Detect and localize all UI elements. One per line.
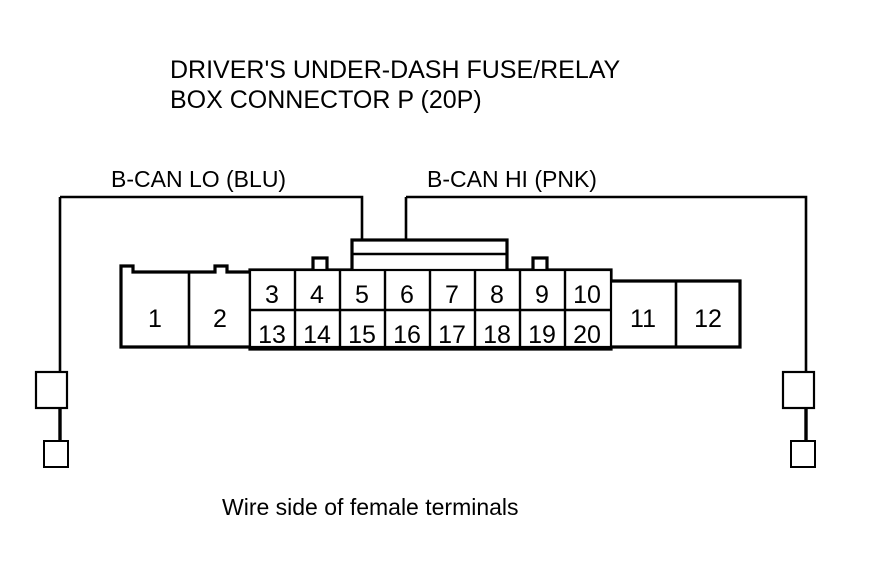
- wire-label-b-can-hi: B-CAN HI (PNK): [427, 166, 597, 192]
- pin-cell-20: 20: [573, 321, 601, 349]
- terminal-symbol-right: [781, 370, 816, 468]
- diagram-caption: Wire side of female terminals: [222, 494, 519, 520]
- pin-cell-8: 8: [490, 281, 504, 309]
- pin-cell-14: 14: [303, 321, 331, 349]
- center-pin-grid: 3 4 5 6 7 8 9 10 13 14 15 16 17 18 19 20: [248, 268, 613, 349]
- pin-cell-18: 18: [483, 321, 511, 349]
- pin-cell-4: 4: [310, 281, 324, 309]
- terminal-right-body: [781, 370, 816, 410]
- terminal-left-body: [34, 370, 69, 410]
- terminal-left-tip: [43, 440, 69, 468]
- pin-cell-12: 12: [694, 305, 722, 333]
- pin-cell-7: 7: [445, 281, 459, 309]
- pin-cell-5: 5: [355, 281, 369, 309]
- pin-cell-10: 10: [573, 281, 601, 309]
- pin-cell-3: 3: [265, 281, 279, 309]
- terminal-symbol-left: [34, 370, 69, 468]
- pin-cell-11: 11: [630, 305, 656, 333]
- wire-label-b-can-lo: B-CAN LO (BLU): [111, 166, 286, 192]
- pin-cell-19: 19: [528, 321, 556, 349]
- pin-cell-9: 9: [535, 281, 549, 309]
- diagram-title-line1: DRIVER'S UNDER-DASH FUSE/RELAY: [170, 56, 621, 84]
- lead-line-b-can-hi-to-terminal: [406, 195, 808, 372]
- pin-cell-2: 2: [213, 305, 227, 333]
- pin-cell-1: 1: [148, 305, 162, 333]
- pin-cell-16: 16: [393, 321, 421, 349]
- terminal-right-tip: [790, 440, 816, 468]
- pin-cell-13: 13: [258, 321, 286, 349]
- right-pin-group: 11 12: [630, 281, 722, 347]
- pin-cell-17: 17: [438, 321, 466, 349]
- pin-cell-6: 6: [400, 281, 414, 309]
- pin-cell-15: 15: [348, 321, 376, 349]
- diagram-title-line2: BOX CONNECTOR P (20P): [170, 86, 482, 114]
- connector-latch-tab: [350, 238, 509, 274]
